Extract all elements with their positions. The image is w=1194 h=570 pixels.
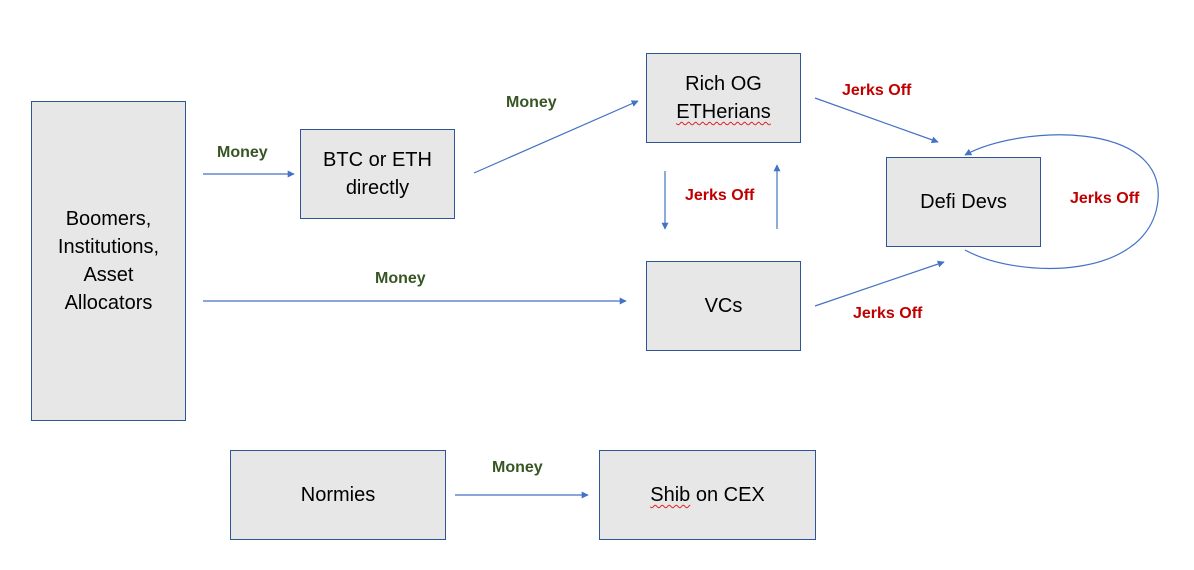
arrow-vcs-to-defi [814, 260, 945, 307]
node-shib: Shib on CEX [599, 450, 816, 540]
label-money-btc-rich: Money [506, 94, 557, 111]
label-money-boomers-btc: Money [217, 144, 268, 161]
arrow-btc-to-rich-og [473, 100, 639, 174]
label-jerks-vcs-defi: Jerks Off [853, 305, 923, 322]
label-jerks-rich-vcs: Jerks Off [685, 187, 755, 204]
node-btc-eth: BTC or ETH directly [300, 129, 455, 219]
node-normies: Normies [230, 450, 446, 540]
node-rich-og: Rich OG ETHerians [646, 53, 801, 143]
label-jerks-defi-self: Jerks Off [1070, 190, 1140, 207]
label-money-normies-shib: Money [492, 459, 543, 476]
arrow-defi-self-loop [964, 134, 1159, 269]
arrow-rich-og-to-defi [814, 97, 939, 144]
node-boomers: Boomers, Institutions, Asset Allocators [31, 101, 186, 421]
label-money-boomers-vcs: Money [375, 270, 426, 287]
label-jerks-rich-defi: Jerks Off [842, 82, 912, 99]
node-defi-devs: Defi Devs [886, 157, 1041, 247]
node-vcs: VCs [646, 261, 801, 351]
